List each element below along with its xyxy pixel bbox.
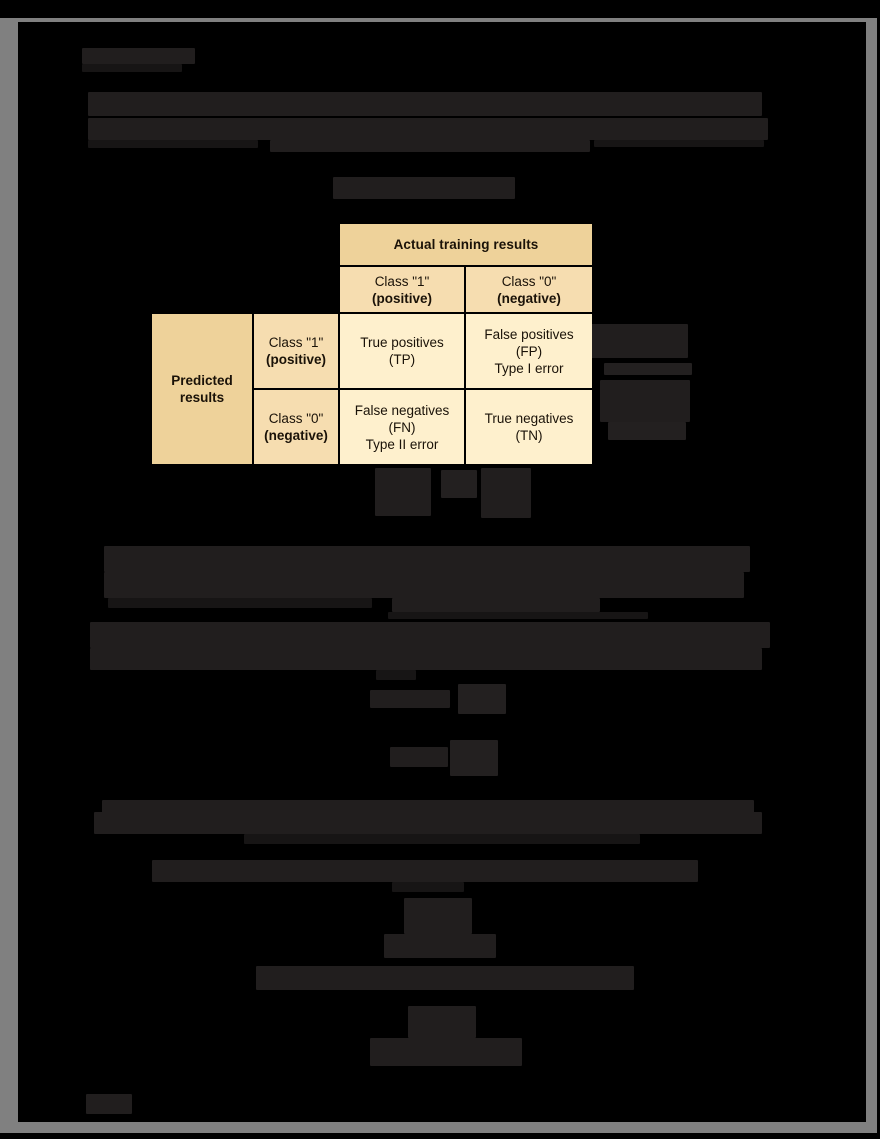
redacted-text-block (88, 118, 768, 140)
redacted-text-block (450, 740, 498, 776)
cell-fp-line1: False positives (484, 326, 574, 342)
matrix-column-header-class-0: Class "0" (negative) (466, 267, 592, 312)
redacted-text-block (600, 380, 690, 422)
redacted-text-block (270, 140, 590, 152)
redacted-text-block (90, 648, 762, 670)
redacted-text-block (256, 966, 634, 990)
row-header-class0-line2: (negative) (264, 428, 328, 443)
redacted-text-block (608, 422, 686, 440)
cell-fn-line2: (FN) (388, 419, 416, 435)
cell-tn-line1: True negatives (484, 411, 574, 426)
redacted-text-block (481, 468, 531, 518)
predicted-results-line2: results (179, 390, 225, 405)
cell-fn-line1: False negatives (354, 402, 450, 418)
row-header-class1-line1: Class "1" (268, 335, 324, 350)
cell-tp-line1: True positives (360, 335, 444, 350)
matrix-row-group-label-predicted-results: Predicted results (152, 314, 252, 464)
column-header-class0-line2: (negative) (497, 290, 561, 306)
cell-fp-line3: Type I error (494, 360, 564, 376)
matrix-cell-false-negatives: False negatives (FN) Type II error (340, 390, 464, 464)
cell-tp-line2: (TP) (388, 352, 416, 367)
matrix-cell-true-positives: True positives (TP) (340, 314, 464, 388)
redacted-text-block (408, 1006, 476, 1038)
matrix-cell-false-positives: False positives (FP) Type I error (466, 314, 592, 388)
redacted-text-block (108, 598, 372, 608)
redacted-text-block (375, 468, 431, 516)
cell-fn-line3: Type II error (365, 436, 439, 452)
column-header-class1-line1: Class "1" (374, 273, 430, 289)
redacted-text-block (333, 177, 515, 199)
matrix-column-header-class-1: Class "1" (positive) (340, 267, 464, 312)
matrix-row-header-class-1: Class "1" (positive) (254, 314, 338, 388)
redacted-text-block (82, 48, 195, 64)
cell-fp-line2: (FP) (515, 343, 543, 359)
predicted-results-line1: Predicted (171, 373, 233, 388)
row-header-class0-line1: Class "0" (268, 411, 324, 426)
column-header-class0-line1: Class "0" (501, 273, 557, 289)
redacted-text-block (594, 140, 764, 147)
redacted-text-block (244, 834, 640, 844)
confusion-matrix-figure: Actual training results Class "1" (posit… (152, 224, 592, 464)
redacted-text-block (392, 598, 600, 612)
cell-tn-line2: (TN) (515, 428, 543, 443)
redacted-text-block (441, 470, 477, 498)
redacted-text-block (390, 747, 448, 767)
redacted-text-block (104, 572, 744, 598)
redacted-text-block (152, 860, 698, 882)
redacted-text-block (458, 684, 506, 714)
redacted-text-block (82, 64, 182, 72)
redacted-text-block (94, 812, 762, 834)
redacted-text-block (370, 1038, 522, 1066)
matrix-row-header-class-0: Class "0" (negative) (254, 390, 338, 464)
row-header-class1-line2: (positive) (265, 352, 326, 367)
redacted-text-block (376, 670, 416, 680)
redacted-text-block (588, 324, 688, 358)
redacted-text-block (392, 882, 464, 892)
redacted-text-block (370, 690, 450, 708)
redacted-text-block (88, 140, 258, 148)
redacted-text-block (404, 898, 472, 934)
matrix-header-actual-results: Actual training results (340, 224, 592, 265)
redacted-text-block (90, 622, 770, 648)
redacted-text-block (86, 1094, 132, 1114)
document-page: Actual training results Class "1" (posit… (18, 22, 866, 1122)
redacted-text-block (104, 546, 750, 572)
redacted-text-block (384, 934, 496, 958)
redacted-text-block (388, 612, 648, 619)
redacted-text-block (88, 92, 762, 116)
matrix-cell-true-negatives: True negatives (TN) (466, 390, 592, 464)
column-header-class1-line2: (positive) (371, 290, 432, 306)
redacted-text-block (604, 363, 692, 375)
